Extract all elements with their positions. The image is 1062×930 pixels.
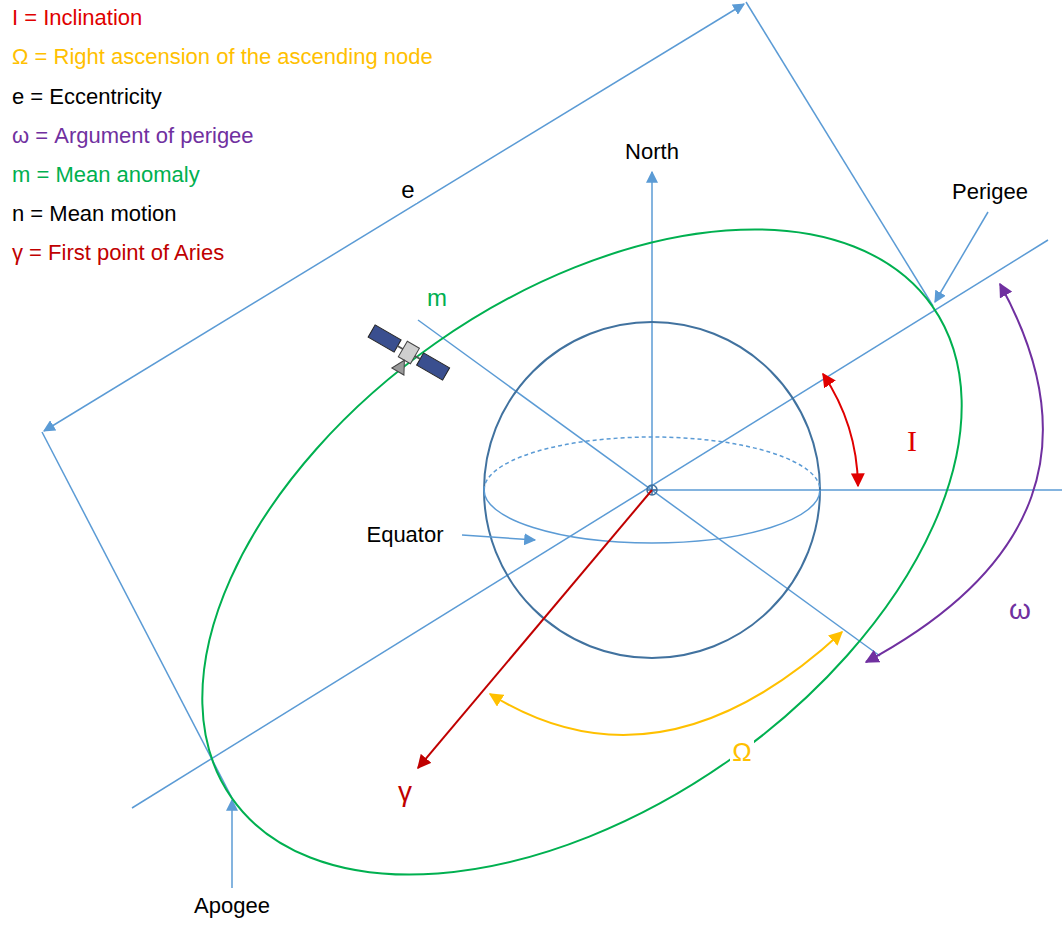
apogee-pointer bbox=[231, 800, 233, 888]
element-symbol: Ω bbox=[730, 738, 753, 767]
orbit-ellipse bbox=[85, 97, 1062, 930]
element-symbol: m bbox=[425, 285, 449, 311]
equator-pointer bbox=[462, 535, 535, 540]
aries-arrow bbox=[418, 490, 652, 768]
equator-front bbox=[484, 490, 820, 543]
north-arrow bbox=[651, 172, 653, 490]
perigee-arc bbox=[866, 284, 1043, 662]
apsis-line bbox=[132, 240, 1048, 808]
point-label: Apogee bbox=[192, 894, 272, 918]
legend-item: e = Eccentricity bbox=[10, 85, 164, 109]
element-symbol: I bbox=[905, 424, 919, 457]
legend-item: Ω = Right ascension of the ascending nod… bbox=[10, 45, 435, 69]
inclination-arc bbox=[823, 374, 858, 486]
legend-item: m = Mean anomaly bbox=[10, 163, 202, 187]
equator-back bbox=[484, 437, 820, 490]
element-symbol: γ bbox=[396, 777, 414, 808]
raan-arc bbox=[490, 632, 842, 735]
extension-line bbox=[42, 432, 232, 798]
element-symbol: ω bbox=[1007, 595, 1033, 626]
part-label: Equator bbox=[364, 523, 445, 547]
perigee-pointer bbox=[935, 212, 988, 302]
legend-item: n = Mean motion bbox=[10, 202, 178, 226]
node-line bbox=[418, 320, 880, 656]
axis-label: North bbox=[623, 140, 681, 164]
legend-item: γ = First point of Aries bbox=[10, 241, 226, 265]
satellite-icon bbox=[361, 323, 451, 393]
legend-item: I = Inclination bbox=[10, 6, 144, 30]
legend-item: ω = Argument of perigee bbox=[10, 124, 256, 148]
element-symbol: e bbox=[399, 177, 416, 203]
extension-line bbox=[746, 2, 933, 306]
point-label: Perigee bbox=[950, 180, 1030, 204]
reference-line bbox=[652, 489, 1062, 491]
